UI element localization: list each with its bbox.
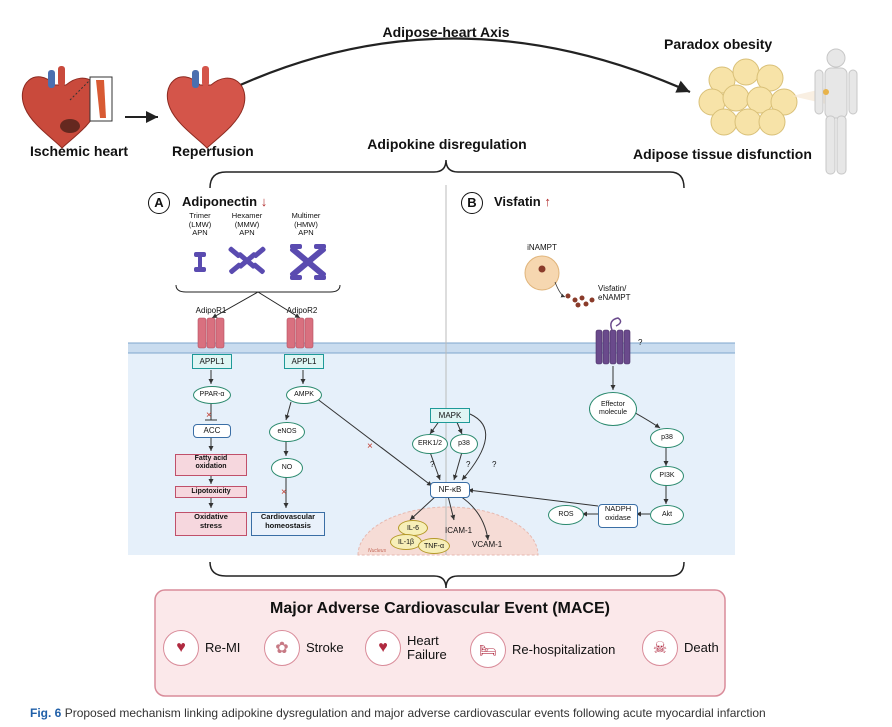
svg-text:×: ×	[367, 441, 373, 452]
mace-item-rehospitalization: 🛏 Re-hospitalization	[470, 632, 615, 668]
mace-label-rehospitalization: Re-hospitalization	[512, 641, 616, 657]
trimer-apn-icon	[194, 252, 206, 272]
cardiovascular-homeostasis-box: Cardiovascular homeostasis	[251, 512, 325, 536]
appl1-right-box: APPL1	[284, 354, 324, 369]
reperfusion-heart-icon	[166, 66, 246, 149]
multimer-label: Multimer (HMW) APN	[291, 211, 321, 238]
hexamer-apn-icon	[228, 246, 266, 274]
adiponectin-title: Adiponectin ↓	[182, 194, 267, 209]
mace-label-heart-failure: Heart Failure	[407, 632, 447, 662]
cell-membrane	[128, 343, 735, 353]
hospital-bed-icon: 🛏	[470, 632, 506, 668]
pi3k-node: PI3K	[650, 466, 684, 486]
mace-title: Major Adverse Cardiovascular Event (MACE…	[270, 600, 610, 617]
receptor-question-mark: ?	[638, 338, 643, 347]
svg-text:×: ×	[206, 410, 212, 421]
mace-panel	[154, 589, 726, 697]
center-question-2: ?	[466, 460, 471, 469]
center-question-3: ?	[492, 460, 497, 469]
inampt-cell-icon	[524, 255, 560, 291]
adipor1-receptor-icon	[197, 317, 225, 349]
adipor1-label: AdipoR1	[195, 306, 227, 315]
enampt-label: Visfatin/ eNAMPT	[598, 284, 631, 303]
trimer-label: Trimer (LMW) APN	[188, 211, 212, 238]
adiponectin-label: Adiponectin	[182, 194, 258, 209]
panel-a-letter-badge: A	[148, 192, 170, 214]
appl1-left-box: APPL1	[192, 354, 232, 369]
p38-center-node: p38	[450, 434, 478, 454]
mace-label-death: Death	[684, 639, 719, 655]
reperfusion-label: Reperfusion	[172, 143, 254, 159]
mace-label-remi: Re-MI	[205, 639, 241, 655]
ros-node: ROS	[548, 505, 584, 525]
adipor2-label: AdipoR2	[286, 306, 318, 315]
nucleus-label: Nucleus	[368, 548, 387, 554]
up-arrow-icon: ↑	[544, 194, 551, 209]
inampt-label: iNAMPT	[527, 243, 557, 252]
ampk-node: AMPK	[286, 386, 322, 404]
vcam-label: VCAM-1	[472, 540, 503, 549]
lipotoxicity-box: Lipotoxicity	[175, 486, 247, 498]
human-body-icon	[814, 48, 858, 175]
figure-caption: Fig. 6 Proposed mechanism linking adipok…	[30, 706, 766, 720]
visfatin-receptor-icon	[595, 329, 631, 365]
mace-item-heart-failure: ♥ Heart Failure	[365, 630, 447, 666]
adipokine-dysregulation-label: Adipokine disregulation	[367, 136, 527, 152]
acc-node: ACC	[193, 424, 231, 438]
center-question-1: ?	[430, 460, 435, 469]
nfkb-box: NF-κB	[430, 482, 470, 498]
erk-node: ERK1/2	[412, 434, 448, 454]
panel-a-letter: A	[154, 195, 164, 210]
skull-icon: ☠	[642, 630, 678, 666]
ischemic-heart-icon	[21, 66, 101, 149]
enos-node: eNOS	[269, 422, 305, 442]
fatty-acid-oxidation-box: Fatty acid oxidation	[175, 454, 247, 476]
no-node: NO	[271, 458, 303, 478]
adipor2-receptor-icon	[286, 317, 314, 349]
mace-label-stroke: Stroke	[306, 639, 344, 655]
tnfa-node: TNF-α	[418, 538, 450, 554]
oxidative-stress-box: Oxidative stress	[175, 512, 247, 536]
enampt-particles-icon	[565, 293, 595, 308]
axis-arrow	[210, 37, 691, 104]
down-arrow-icon: ↓	[260, 194, 268, 209]
visfatin-label: Visfatin	[494, 194, 541, 209]
heart-icon: ♥	[163, 630, 199, 666]
mace-item-stroke: ✿ Stroke	[264, 630, 344, 666]
adipose-dysfunction-label: Adipose tissue disfunction	[633, 146, 812, 162]
icam-label: ICAM-1	[445, 526, 473, 535]
panel-b-letter: B	[467, 195, 477, 210]
brain-icon: ✿	[264, 630, 300, 666]
caption-label: Fig. 6	[30, 706, 62, 720]
mace-item-remi: ♥ Re-MI	[163, 630, 240, 666]
mace-item-death: ☠ Death	[642, 630, 719, 666]
panel-b-letter-badge: B	[461, 192, 483, 214]
nadph-oxidase-box: NADPH oxidase	[598, 504, 638, 528]
axis-title: Adipose-heart Axis	[382, 24, 510, 40]
paradox-obesity-label: Paradox obesity	[664, 36, 773, 52]
il1b-node: IL-1β	[390, 534, 422, 550]
heart-failure-icon: ♥	[365, 630, 401, 666]
ischemic-heart-label: Ischemic heart	[30, 143, 129, 159]
mapk-box: MAPK	[430, 408, 470, 423]
caption-text: Proposed mechanism linking adipokine dys…	[64, 706, 766, 720]
akt-node: Akt	[650, 505, 684, 525]
top-bracket	[209, 159, 685, 189]
multimer-apn-icon	[290, 244, 326, 280]
ppar-alpha-node: PPAR-α	[193, 386, 231, 404]
svg-text:×: ×	[281, 487, 287, 498]
hexamer-label: Hexamer (MMW) APN	[231, 211, 263, 238]
p38-right-node: p38	[650, 428, 684, 448]
bottom-bracket	[209, 561, 685, 589]
visfatin-title: Visfatin ↑	[494, 194, 551, 209]
adipose-tissue-icon	[698, 58, 798, 136]
effector-molecule-node: Effector molecule	[589, 392, 637, 426]
